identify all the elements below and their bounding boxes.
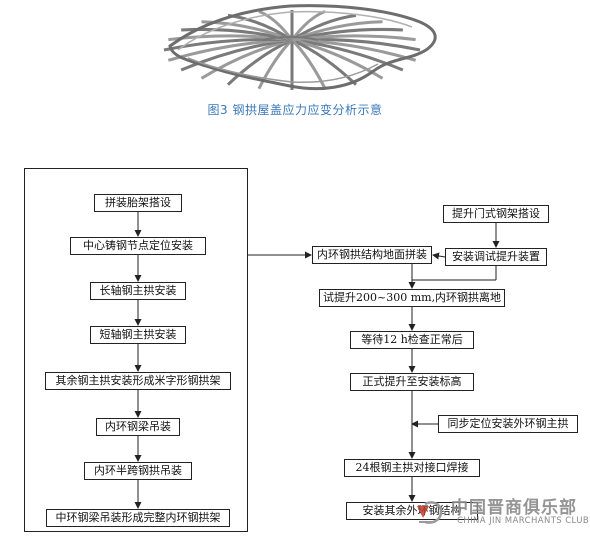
left-step-box: 内环半跨钢拱吊装 [84, 462, 192, 480]
right-step-box: 内环钢拱结构地面拼装 [312, 246, 432, 264]
roof-rib [291, 38, 384, 80]
right-step-box: 正式提升至安装标高 [350, 373, 474, 391]
left-step-box: 长轴钢主拱安装 [90, 282, 186, 300]
right-top-step-box: 安装调试提升装置 [445, 248, 547, 266]
left-step-box: 拼装胎架搭设 [94, 194, 182, 212]
watermark-name-en: CHINA JIN MARCHANTS CLUB [457, 516, 590, 526]
right-step-box: 试提升200~300 mm,内环钢拱离地 [319, 289, 505, 307]
watermark: 中国晋商俱乐部 CHINA JIN MARCHANTS CLUB [413, 493, 589, 533]
left-step-box: 内环钢梁吊装 [96, 418, 180, 436]
club-logo-icon [417, 501, 443, 524]
right-top-step-box: 提升门式钢架搭设 [443, 205, 549, 223]
flow-arrow [432, 252, 446, 260]
left-step-box: 中心铸钢节点定位安装 [70, 237, 206, 255]
roof-rib [291, 38, 358, 86]
roof-rib [290, 38, 327, 90]
left-step-box: 其余钢主拱安装形成米字形钢拱架 [45, 372, 231, 390]
right-step-box: 安装其余外环钢结构 [346, 502, 478, 520]
left-steps-panel [24, 168, 248, 532]
watermark-name-cn: 中国晋商俱乐部 [451, 498, 577, 518]
left-step-box: 短轴钢主拱安装 [90, 326, 186, 344]
right-step-box: 等待12 h检查正常后 [350, 331, 474, 349]
left-step-box: 中环钢梁吊装形成完整内环钢拱架 [46, 509, 230, 527]
figure-caption: 图3 钢拱屋盖应力应变分析示意 [207, 103, 383, 117]
steel-arch-roof-illustration [163, 4, 437, 91]
side-note-box: 同步定位安装外环钢主拱 [438, 415, 578, 433]
right-step-box: 24根钢主拱对接口焊接 [344, 459, 480, 477]
